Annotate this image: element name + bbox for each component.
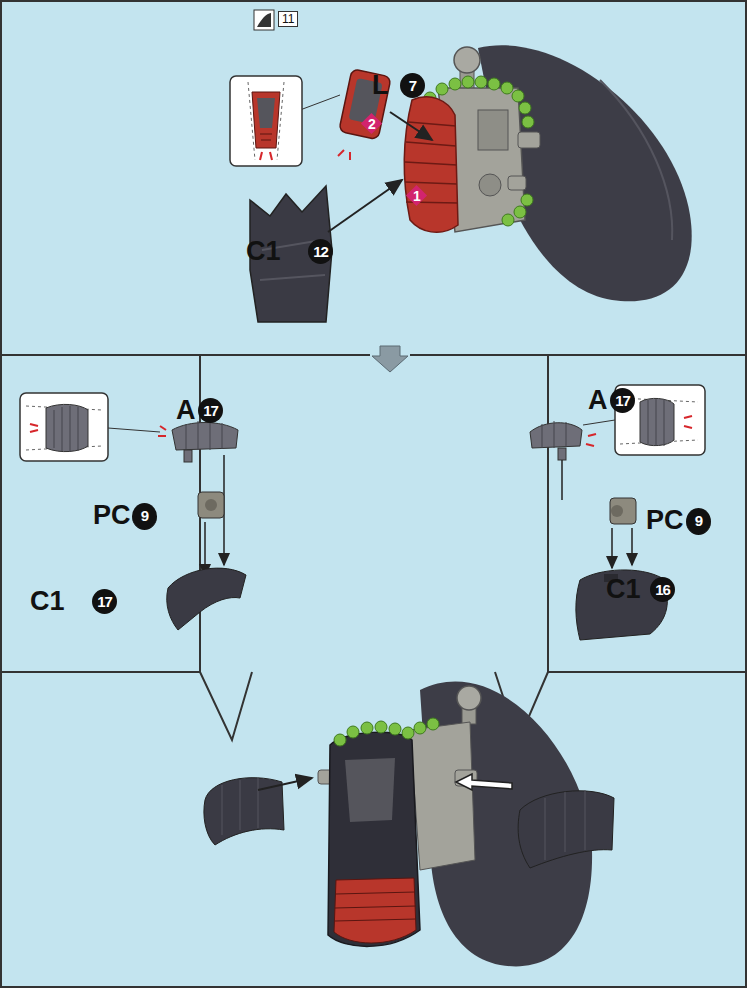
part-l-7 (339, 69, 391, 140)
part-letter: C1 (30, 588, 65, 615)
part-letter: L (372, 72, 389, 99)
final-right-part (456, 774, 614, 868)
part-pc-9-right (610, 498, 636, 524)
part-c1-17 (167, 568, 246, 630)
callout-number: 17 (92, 589, 117, 614)
callout-number: 9 (132, 503, 157, 530)
callout-number: 16 (650, 577, 675, 602)
callout-number: 9 (686, 508, 711, 535)
step-number: 2 (362, 114, 382, 134)
part-a-17-left (158, 421, 238, 462)
part-letter: PC (646, 507, 684, 534)
guide-line (561, 460, 563, 500)
callout-number: 7 (400, 73, 425, 98)
zoom-box-left (20, 393, 160, 461)
callout-number: 12 (308, 239, 333, 264)
part-letter: A (176, 397, 196, 424)
final-left-part (204, 778, 312, 845)
step-arrow (372, 346, 408, 372)
step-number: 1 (407, 186, 427, 206)
part-a-17-right (530, 421, 596, 460)
part-letter: C1 (246, 238, 281, 265)
red-ribs (404, 97, 458, 232)
part-letter: C1 (606, 576, 641, 603)
callout-number: 17 (610, 388, 635, 413)
part-pc-9-left (198, 492, 224, 518)
step-diamonds (361, 113, 427, 206)
sticker-icon (254, 10, 274, 30)
sticker-number: 11 (278, 11, 298, 27)
step-2-arrow (390, 112, 432, 140)
insert-arrow (611, 528, 613, 568)
step-1-arrow (328, 180, 402, 232)
insert-arrow (204, 522, 206, 576)
zoom-box (230, 76, 340, 166)
point-marks (338, 150, 350, 160)
part-letter: A (588, 387, 608, 414)
insert-arrow (631, 528, 633, 565)
zoom-box-right (583, 385, 705, 455)
callout-number: 17 (198, 398, 223, 423)
part-letter: PC (93, 502, 131, 529)
